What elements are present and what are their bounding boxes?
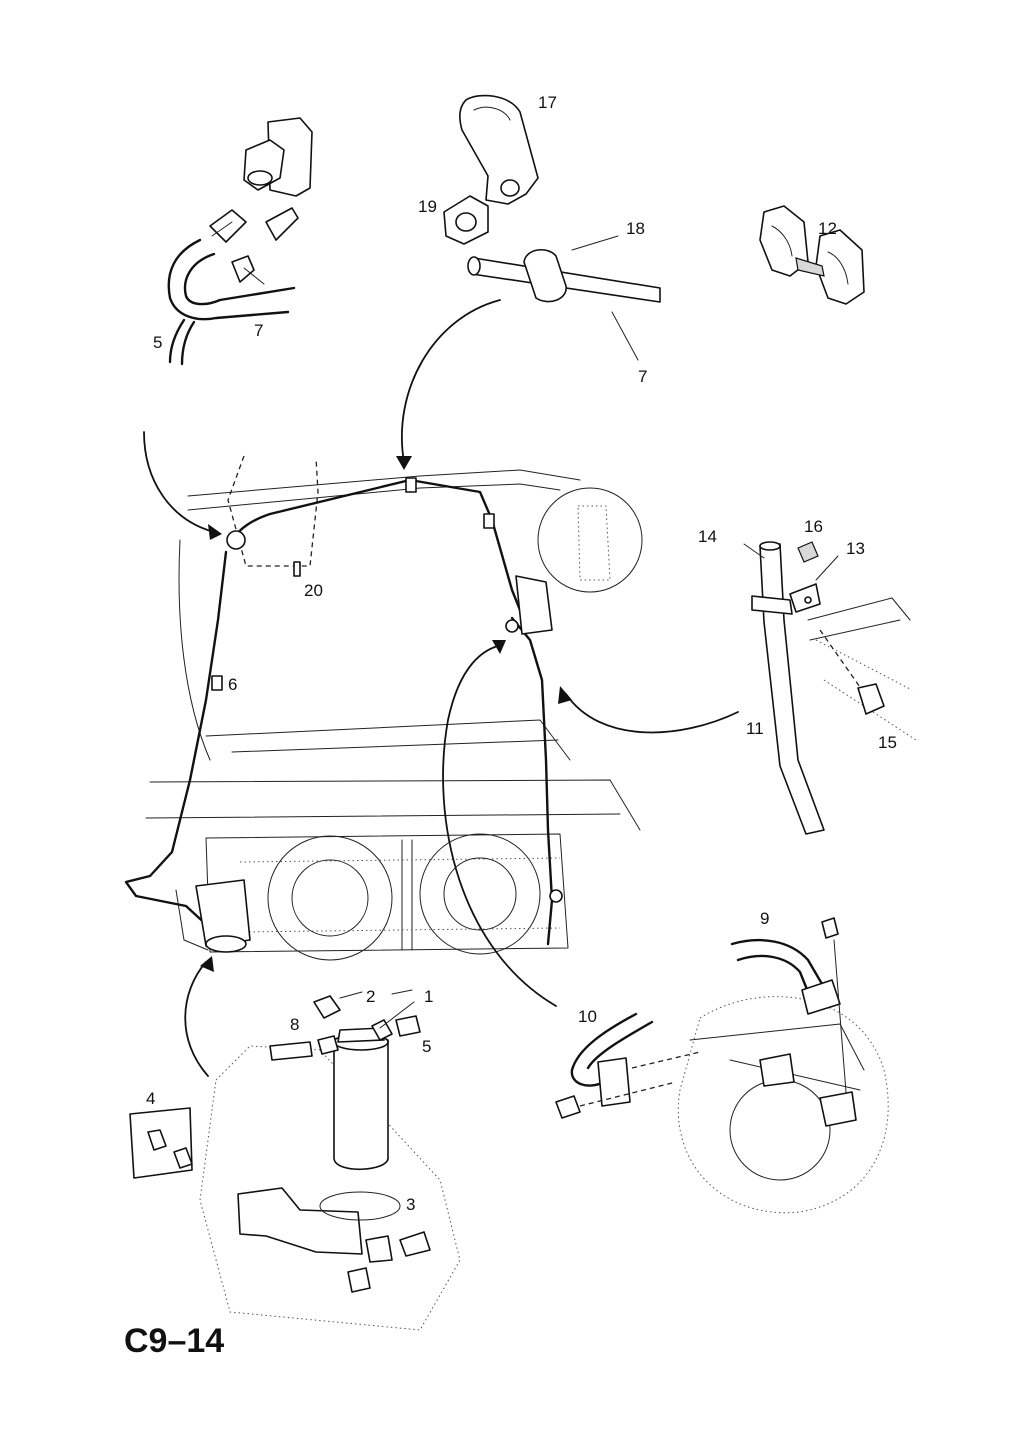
callout-17: 17	[538, 93, 557, 112]
pipe-clamp-detail	[443, 94, 661, 361]
callout-11: 11	[746, 719, 764, 738]
engine-bay-view	[124, 455, 643, 961]
callout-3: 3	[406, 1195, 415, 1214]
callout-12: 12	[818, 219, 837, 238]
callout-19: 19	[418, 197, 437, 216]
callout-20: 20	[304, 581, 323, 600]
callout-5-lower: 5	[422, 1037, 431, 1056]
callout-13: 13	[846, 539, 865, 558]
callout-1: 1	[424, 987, 433, 1006]
callout-14: 14	[698, 527, 717, 546]
callout-9: 9	[760, 909, 769, 928]
callout-8: 8	[290, 1015, 299, 1034]
callout-7-lower: 7	[638, 367, 647, 386]
callout-18: 18	[626, 219, 645, 238]
callout-7: 7	[254, 321, 263, 340]
pipe-bracket-detail	[743, 541, 917, 835]
callout-5: 5	[153, 333, 162, 352]
compressor-detail	[555, 917, 889, 1214]
receiver-dryer-detail	[129, 989, 461, 1331]
callout-10: 10	[578, 1007, 597, 1026]
callout-15: 15	[878, 733, 897, 752]
pipe-union-detail	[167, 117, 313, 366]
leader-arrows	[143, 299, 739, 1077]
page-code: C9–14	[124, 1322, 224, 1360]
callout-16: 16	[804, 517, 823, 536]
callout-2: 2	[366, 987, 375, 1006]
callout-6: 6	[228, 675, 237, 694]
double-clip-detail	[759, 205, 865, 305]
callout-4: 4	[146, 1089, 155, 1108]
